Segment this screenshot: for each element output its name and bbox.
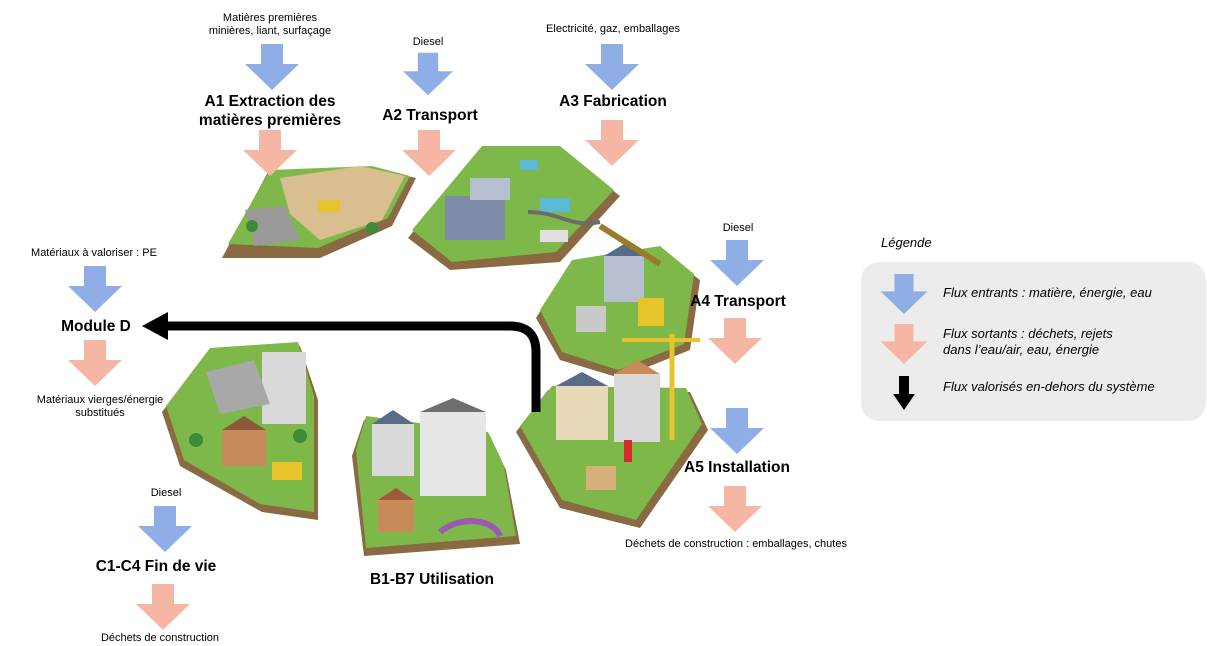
d-outflow-arrow-icon (68, 340, 122, 386)
a1-title: A1 Extraction des matières premières (180, 92, 360, 130)
d-output-line1: Matériaux vierges/énergie (36, 394, 164, 406)
d-inflow-arrow-icon (68, 266, 122, 312)
legend-outflow-line1: Flux sortants : déchets, rejets (943, 326, 1113, 341)
a5-inflow-arrow-icon (710, 408, 764, 454)
a4-outflow-arrow-icon (708, 318, 762, 364)
a1-input-label: Matières premières minières, liant, surf… (180, 12, 360, 38)
d-output-line2: substitués (75, 407, 125, 419)
legend-inflow-label: Flux entrants : matière, énergie, eau (943, 285, 1152, 300)
c-input-label: Diesel (150, 487, 182, 499)
a1-inflow-arrow-icon (245, 44, 299, 90)
legend-outflow-line2: dans l’eau/air, eau, énergie (943, 342, 1100, 357)
c-title: C1-C4 Fin de vie (95, 558, 217, 575)
d-title: Module D (61, 318, 131, 335)
quarry-island-illustration (222, 166, 416, 258)
a2-outflow-arrow-icon (402, 130, 456, 176)
legend-outflow-arrow-icon (880, 324, 928, 364)
a3-title: A3 Fabrication (559, 93, 667, 110)
legend-inflow-arrow-icon (880, 274, 928, 314)
a5-outflow-arrow-icon (708, 486, 762, 532)
a1-input-line2: minières, liant, surfaçage (208, 25, 332, 37)
a4-title: A4 Transport (690, 293, 786, 310)
a2-title: A2 Transport (382, 107, 478, 124)
demolition-island-illustration (162, 342, 318, 520)
a4-input-label: Diesel (722, 222, 754, 234)
legend-outflow-label: Flux sortants : déchets, rejets dans l’e… (943, 326, 1113, 358)
a2-input-label: Diesel (412, 36, 444, 48)
a3-input-label: Electricité, gaz, emballages (546, 23, 680, 35)
c-output-label: Déchets de construction (100, 632, 219, 644)
legend-valorised-label: Flux valorisés en-dehors du système (943, 379, 1155, 394)
construction-island-illustration (516, 334, 708, 528)
d-input-label: Matériaux à valoriser : PE (31, 247, 157, 259)
c-inflow-arrow-icon (138, 506, 192, 552)
a1-input-line1: Matières premières (222, 12, 318, 24)
factory-island-illustration (408, 146, 620, 270)
legend-title: Légende (881, 235, 932, 250)
a3-outflow-arrow-icon (585, 120, 639, 166)
a3-inflow-arrow-icon (585, 44, 639, 90)
d-output-label: Matériaux vierges/énergie substitués (14, 394, 186, 420)
a4-inflow-arrow-icon (710, 240, 764, 286)
a1-title-line1: A1 Extraction des (204, 93, 336, 110)
a5-title: A5 Installation (684, 459, 790, 476)
b-title: B1-B7 Utilisation (369, 571, 494, 588)
utilisation-island-illustration (352, 398, 520, 556)
a1-title-line2: matières premières (198, 112, 342, 129)
c-outflow-arrow-icon (136, 584, 190, 630)
a2-inflow-arrow-icon (403, 52, 453, 96)
a1-outflow-arrow-icon (243, 130, 297, 176)
legend-valorised-arrow-icon (893, 376, 915, 410)
a5-output-label: Déchets de construction : emballages, ch… (625, 538, 847, 550)
